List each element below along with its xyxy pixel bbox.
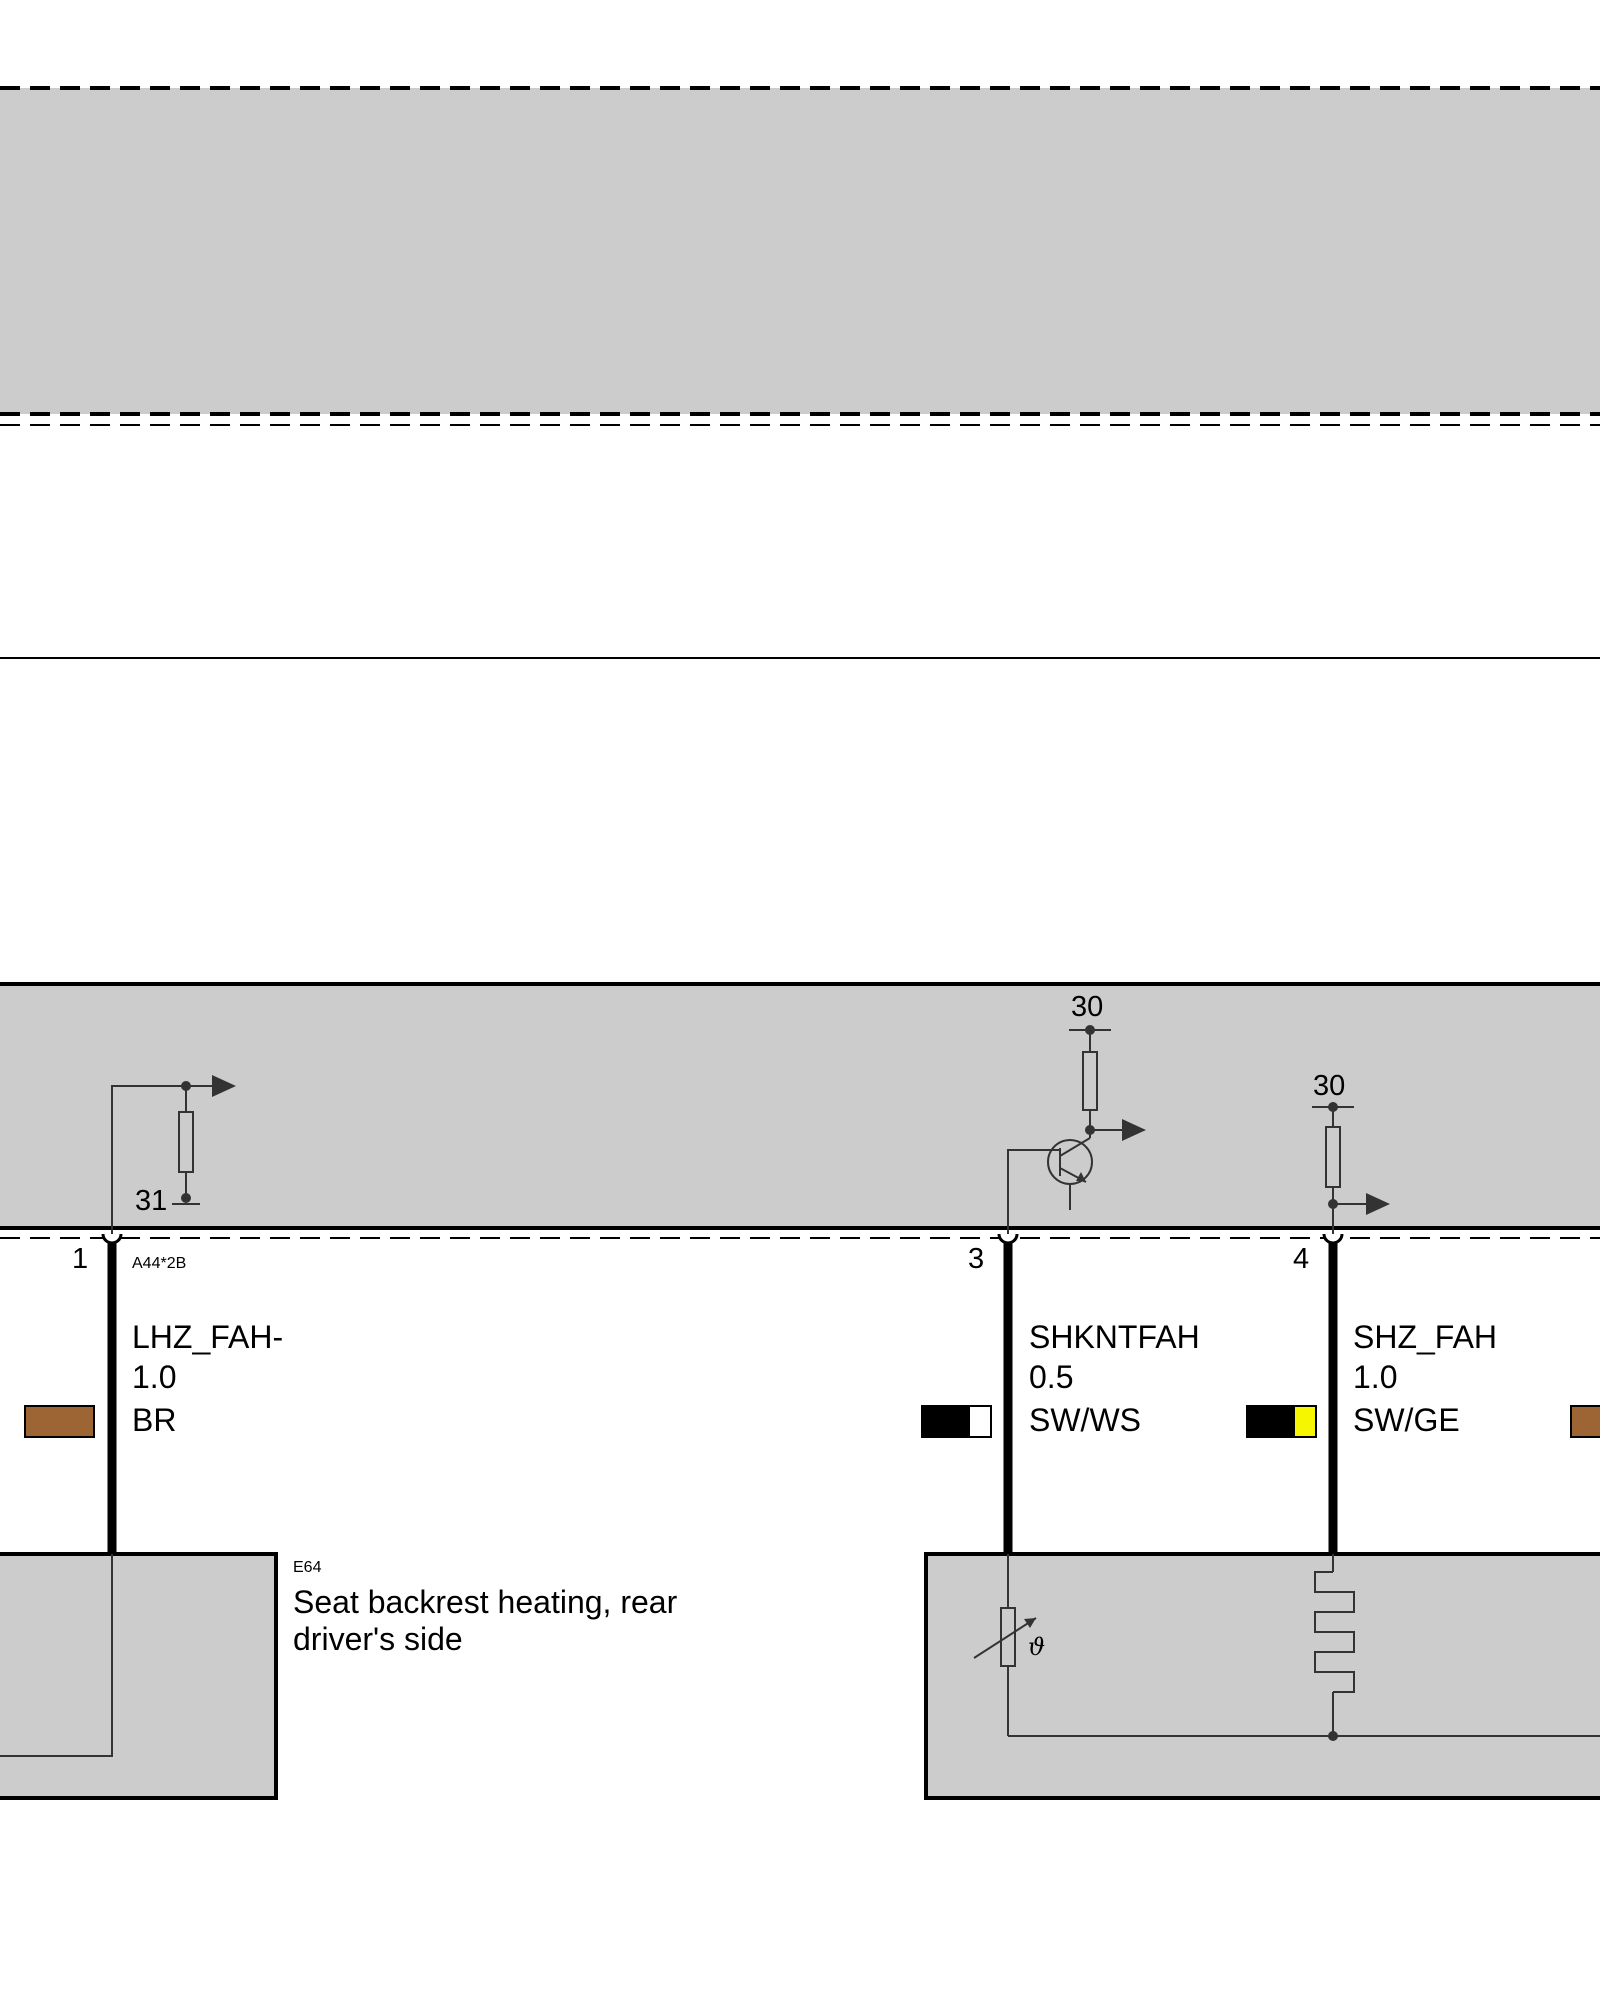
theta-symbol: ϑ	[1028, 1633, 1045, 1661]
junction-dot	[181, 1193, 191, 1203]
pin-contact-icon	[1322, 1233, 1344, 1245]
seat-control-module	[0, 982, 1600, 1239]
wire-gauge: 1.0	[132, 1359, 176, 1395]
terminal-30-label: 30	[1071, 991, 1103, 1023]
wire-color-code: BR	[132, 1402, 176, 1438]
input-arrow-icon	[212, 1075, 236, 1097]
component-box-fill	[0, 1552, 278, 1800]
wire-color-swatch-yellow	[1293, 1405, 1317, 1438]
wire-color-swatch-black	[1246, 1405, 1295, 1438]
pin1-internal-circuit: 31	[111, 1075, 236, 1234]
wire-label-pin3: SHKNTFAH 0.5 SW/WS	[921, 1319, 1200, 1438]
wire-color-code: SW/WS	[1029, 1402, 1141, 1438]
connector-id: A44*2B	[132, 1255, 186, 1272]
pin3-internal-wire	[1007, 1149, 1060, 1234]
upper-module	[0, 86, 1600, 426]
pin1-internal-wire	[111, 1085, 186, 1234]
pin-number-1: 1	[72, 1243, 88, 1275]
pin-number-3: 3	[968, 1243, 984, 1275]
wire-color-code: SW/GE	[1353, 1402, 1460, 1438]
terminal-31-label: 31	[135, 1185, 167, 1217]
component-id: E64	[293, 1559, 322, 1576]
output-arrow-icon	[1122, 1119, 1146, 1141]
component-box-left	[0, 1552, 278, 1800]
component-internal-wire	[0, 1554, 113, 1757]
component-name-line1: Seat backrest heating, rear	[293, 1584, 678, 1620]
wire-signal-name: SHZ_FAH	[1353, 1319, 1497, 1355]
component-name-line2: driver's side	[293, 1621, 463, 1657]
junction-dot	[1328, 1731, 1338, 1741]
arrowhead-icon	[1024, 1618, 1036, 1628]
wire-gauge: 0.5	[1029, 1359, 1073, 1395]
wire-label-pin4: SHZ_FAH 1.0 SW/GE	[1246, 1319, 1497, 1438]
wire-color-swatch-black	[921, 1405, 970, 1438]
wire-color-swatch-brown	[1570, 1405, 1600, 1438]
wire-signal-name: LHZ_FAH-	[132, 1319, 283, 1355]
component-box-right: ϑ	[924, 1552, 1600, 1800]
terminal-30-label: 30	[1313, 1070, 1345, 1102]
seat-control-module-box	[0, 982, 1600, 1230]
heating-element-icon	[1314, 1571, 1355, 1693]
thermistor-variable-arrow-icon	[973, 1617, 1037, 1659]
component-box-fill	[924, 1552, 1600, 1800]
pin-number-4: 4	[1293, 1243, 1309, 1275]
wire-gauge: 1.0	[1353, 1359, 1397, 1395]
wire-label-pin1: LHZ_FAH- 1.0 BR	[24, 1319, 283, 1438]
wire-color-swatch-brown	[24, 1405, 95, 1438]
pin3-internal-circuit: 30	[1007, 991, 1146, 1234]
wire-color-swatch-white	[968, 1405, 992, 1438]
pin-contact-icon	[997, 1233, 1019, 1245]
transistor-icon	[1047, 1130, 1093, 1210]
upper-module-fill	[0, 88, 1600, 414]
wire-signal-name: SHKNTFAH	[1029, 1319, 1200, 1355]
output-arrow-icon	[1366, 1193, 1390, 1215]
pin4-internal-circuit: 30	[1312, 1070, 1390, 1234]
pin-contact-icon	[101, 1233, 123, 1245]
